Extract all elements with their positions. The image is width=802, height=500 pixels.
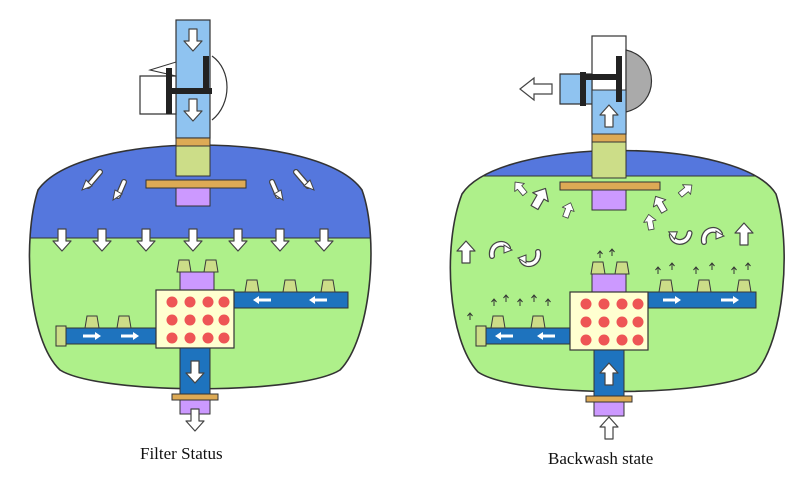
central-hub (155, 289, 235, 349)
lateral-pipe-left (59, 327, 159, 345)
backwash-state-caption: Backwash state (548, 449, 654, 468)
nozzle-icon (244, 279, 260, 293)
lateral-pipe-right (231, 291, 349, 309)
central-hub (569, 291, 649, 351)
outflow-arrow-icon (519, 76, 553, 102)
inflow-arrows (81, 169, 315, 202)
backwash-valve (519, 35, 652, 135)
nozzle-icon (282, 279, 298, 293)
top-diffuser-plate (145, 179, 247, 189)
inlet-valve (139, 19, 228, 139)
top-distributor (175, 187, 211, 207)
flow-up-arrow-icon (599, 416, 619, 440)
filter-status-caption: Filter Status (140, 444, 223, 463)
filter-tank (28, 19, 372, 432)
nozzle-icon (84, 315, 100, 329)
backwash-tank (449, 35, 785, 440)
nozzle-icon (116, 315, 132, 329)
nozzle-icon (320, 279, 336, 293)
